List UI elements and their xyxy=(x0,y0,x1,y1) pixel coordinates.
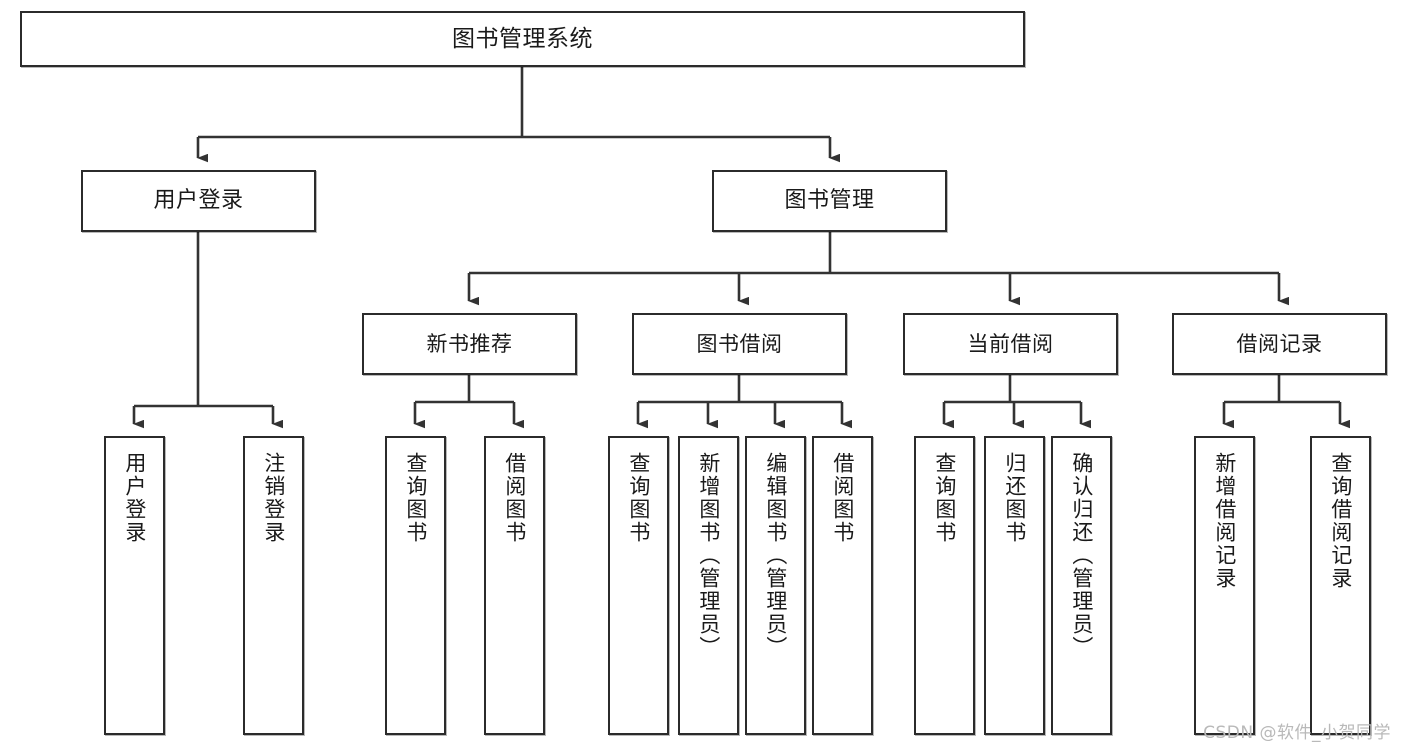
leaf-add-borrow-record[interactable]: 新增借阅记录 xyxy=(1194,436,1255,735)
leaf-borrow-book-recommend-label: 借阅图书 xyxy=(502,452,527,544)
leaf-add-borrow-record-label: 新增借阅记录 xyxy=(1212,452,1237,590)
leaf-logout[interactable]: 注销登录 xyxy=(243,436,304,735)
leaf-user-login-label: 用户登录 xyxy=(122,452,147,544)
node-root-library-system[interactable]: 图书管理系统 xyxy=(20,11,1025,67)
node-book-management-label: 图书管理 xyxy=(784,188,875,214)
node-book-management[interactable]: 图书管理 xyxy=(712,170,947,232)
node-user-login[interactable]: 用户登录 xyxy=(81,170,316,232)
leaf-edit-book-admin-label: 编辑图书（管理员） xyxy=(763,452,788,659)
leaf-edit-book-admin[interactable]: 编辑图书（管理员） xyxy=(745,436,806,735)
leaf-return-book-label: 归还图书 xyxy=(1002,452,1027,544)
leaf-query-book-current[interactable]: 查询图书 xyxy=(914,436,975,735)
node-root-label: 图书管理系统 xyxy=(452,25,593,52)
node-user-login-label: 用户登录 xyxy=(153,188,244,214)
leaf-add-book-admin-label: 新增图书（管理员） xyxy=(696,452,721,659)
leaf-borrow-book-recommend[interactable]: 借阅图书 xyxy=(484,436,545,735)
leaf-query-borrow-record[interactable]: 查询借阅记录 xyxy=(1310,436,1371,735)
leaf-user-login[interactable]: 用户登录 xyxy=(104,436,165,735)
leaf-query-book-recommend-label: 查询图书 xyxy=(403,452,428,544)
node-book-borrow[interactable]: 图书借阅 xyxy=(632,313,847,375)
leaf-add-book-admin[interactable]: 新增图书（管理员） xyxy=(678,436,739,735)
node-current-borrow[interactable]: 当前借阅 xyxy=(903,313,1118,375)
leaf-query-borrow-record-label: 查询借阅记录 xyxy=(1328,452,1353,590)
leaf-logout-label: 注销登录 xyxy=(261,452,286,544)
leaf-query-book-recommend[interactable]: 查询图书 xyxy=(385,436,446,735)
leaf-query-book-borrow-label: 查询图书 xyxy=(626,452,651,544)
leaf-borrow-book-label: 借阅图书 xyxy=(830,452,855,544)
leaf-confirm-return-admin[interactable]: 确认归还（管理员） xyxy=(1051,436,1112,735)
node-book-borrow-label: 图书借阅 xyxy=(696,331,783,356)
node-current-borrow-label: 当前借阅 xyxy=(967,331,1054,356)
leaf-query-book-current-label: 查询图书 xyxy=(932,452,957,544)
node-new-book-recommend[interactable]: 新书推荐 xyxy=(362,313,577,375)
node-borrow-record[interactable]: 借阅记录 xyxy=(1172,313,1387,375)
node-borrow-record-label: 借阅记录 xyxy=(1236,331,1323,356)
leaf-query-book-borrow[interactable]: 查询图书 xyxy=(608,436,669,735)
leaf-borrow-book[interactable]: 借阅图书 xyxy=(812,436,873,735)
leaf-return-book[interactable]: 归还图书 xyxy=(984,436,1045,735)
node-new-book-recommend-label: 新书推荐 xyxy=(426,331,513,356)
leaf-confirm-return-admin-label: 确认归还（管理员） xyxy=(1069,452,1094,659)
